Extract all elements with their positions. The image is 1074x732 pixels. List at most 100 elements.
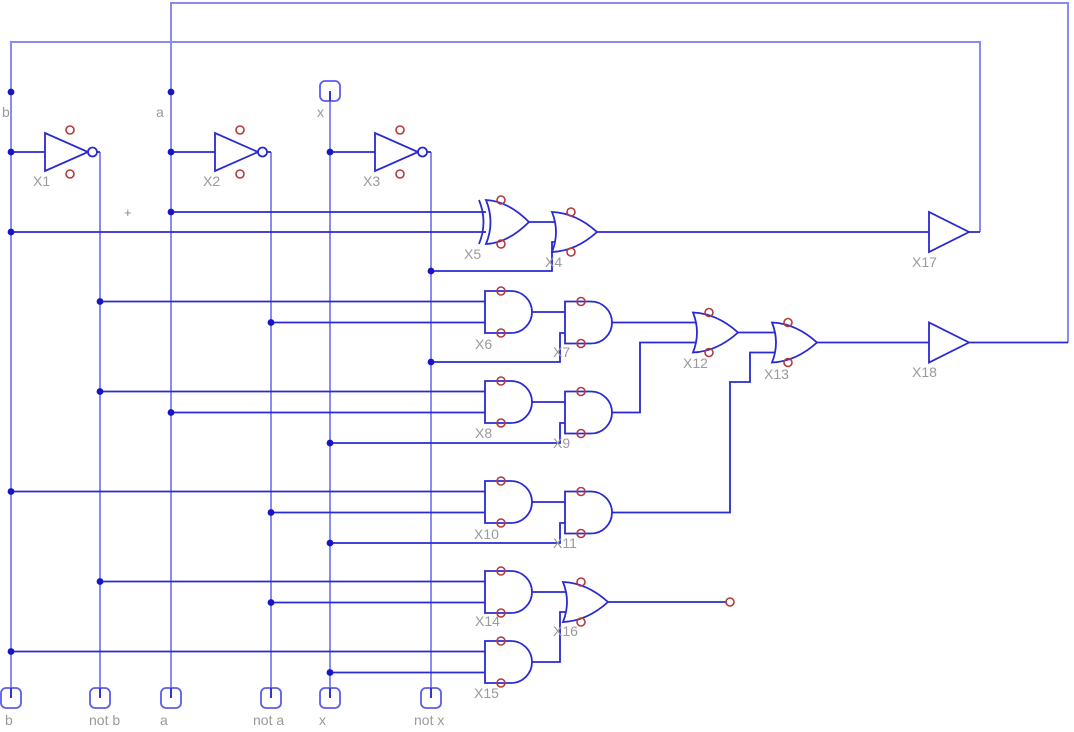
- unconnected-pin-icon: [65, 125, 75, 135]
- wire-junction-dot: [326, 439, 334, 447]
- gate-x9[interactable]: X9: [553, 390, 613, 452]
- gate-label: X2: [203, 173, 220, 189]
- gate-x12[interactable]: X12: [683, 311, 740, 372]
- unconnected-pin-icon: [496, 328, 506, 338]
- wire-junction-dot: [267, 509, 275, 516]
- input-pin-not-a[interactable]: not a: [253, 687, 284, 728]
- unconnected-pin-icon: [496, 286, 506, 296]
- wire-x15-to-x16[interactable]: [532, 611, 569, 663]
- wire-junction-dot: [326, 669, 334, 676]
- unconnected-pin-icon: [496, 239, 506, 249]
- wire-x9-to-x12[interactable]: [612, 341, 699, 414]
- input-pin-x[interactable]: x: [319, 687, 341, 728]
- gate-body-icon: [484, 380, 533, 424]
- pin-label: not a: [253, 712, 284, 728]
- wire-x9-in2[interactable]: [330, 422, 565, 444]
- unconnected-pin-icon: [496, 418, 506, 428]
- unconnected-pin-icon: [704, 347, 714, 358]
- gate-x11[interactable]: X11: [553, 490, 613, 552]
- bus-wire-feedback-a-bus[interactable]: [170, 2, 1069, 698]
- gate-body-icon: [564, 490, 613, 535]
- wire-junction-dot: [326, 148, 334, 156]
- pin-label: not x: [414, 712, 444, 728]
- gate-label: X6: [475, 336, 492, 352]
- wire-junction-dot: [7, 488, 15, 495]
- gate-x3[interactable]: X3: [363, 131, 428, 189]
- unconnected-pin-icon: [496, 636, 506, 646]
- gate-body-icon: [928, 321, 972, 364]
- gate-label: X15: [474, 685, 499, 701]
- gate-x2[interactable]: X2: [203, 131, 268, 189]
- gate-x10[interactable]: X10: [474, 480, 533, 542]
- wire-junction-dot: [7, 88, 15, 96]
- wire-x4-in2[interactable]: [431, 241, 559, 272]
- gate-body-icon: [691, 311, 740, 354]
- gate-label: X9: [553, 435, 570, 451]
- unconnected-pin-icon: [395, 169, 405, 179]
- net-label-plus: +: [124, 205, 132, 220]
- gate-x14[interactable]: X14: [475, 570, 533, 629]
- gate-x4[interactable]: X4: [545, 211, 599, 270]
- inverter-bubble-icon: [257, 146, 268, 158]
- unconnected-pin-icon: [566, 247, 576, 257]
- gate-body-icon: [484, 480, 533, 524]
- gate-body-icon: [484, 290, 533, 334]
- gate-body-icon: [484, 640, 533, 684]
- gate-label: X18: [912, 364, 937, 380]
- gate-x6[interactable]: X6: [475, 290, 533, 352]
- wire-junction-dot: [167, 409, 175, 416]
- unconnected-pin-icon: [576, 486, 586, 497]
- gate-label: X1: [33, 173, 50, 189]
- wire-x7-in2[interactable]: [431, 332, 565, 363]
- gate-x8[interactable]: X8: [475, 380, 533, 441]
- input-pin-not-b[interactable]: not b: [89, 687, 120, 728]
- gate-body-icon: [561, 581, 610, 623]
- gate-x5[interactable]: X5: [464, 199, 531, 262]
- pin-label: not b: [89, 712, 120, 728]
- gate-x17[interactable]: X17: [912, 210, 972, 270]
- gate-x15[interactable]: X15: [474, 640, 533, 701]
- input-pin-top-x[interactable]: x: [317, 80, 341, 120]
- unconnected-pin-icon: [496, 476, 506, 486]
- gate-body-icon: [564, 390, 613, 435]
- unconnected-pin-icon: [704, 307, 714, 318]
- gate-label: X14: [475, 613, 500, 629]
- pin-label: a: [160, 712, 168, 728]
- input-pin-b[interactable]: b: [0, 687, 22, 728]
- gate-x7[interactable]: X7: [553, 300, 613, 361]
- unconnected-pin-icon: [496, 678, 506, 688]
- input-pin-a[interactable]: a: [160, 687, 182, 728]
- bus-wire-feedback-b-bus[interactable]: [10, 41, 981, 698]
- gate-x1[interactable]: X1: [33, 131, 98, 189]
- unconnected-pin-icon: [576, 577, 586, 587]
- wire-junction-dot: [427, 358, 435, 366]
- wire-x11-to-x13[interactable]: [612, 351, 778, 514]
- wire-junction-dot: [96, 388, 104, 395]
- wire-junction-dot: [267, 319, 275, 326]
- wire-junction-dot: [427, 267, 435, 275]
- input-pin-not-x[interactable]: not x: [414, 687, 444, 728]
- gate-label: X16: [553, 623, 578, 639]
- gate-x16[interactable]: X16: [553, 581, 610, 639]
- gate-label: X3: [363, 173, 380, 189]
- unconnected-pin-icon: [783, 317, 793, 328]
- xor-input-arc-icon: [478, 199, 485, 245]
- wire-x11-in2[interactable]: [330, 522, 565, 544]
- unconnected-pin-icon: [576, 528, 586, 539]
- gate-x13[interactable]: X13: [764, 321, 819, 383]
- gate-label: X12: [683, 355, 708, 371]
- net-label-b: b: [2, 104, 10, 120]
- gate-x18[interactable]: X18: [912, 321, 972, 381]
- gate-label: X13: [764, 366, 789, 382]
- gate-label: X11: [553, 535, 577, 551]
- unconnected-pin-icon: [725, 597, 735, 607]
- gate-body-icon: [214, 131, 261, 173]
- wire-junction-dot: [267, 599, 275, 606]
- gate-label: X5: [464, 246, 481, 262]
- unconnected-pin-icon: [576, 296, 586, 307]
- unconnected-pin-icon: [496, 376, 506, 386]
- gate-label: X10: [474, 526, 499, 542]
- wire-junction-dot: [326, 539, 334, 547]
